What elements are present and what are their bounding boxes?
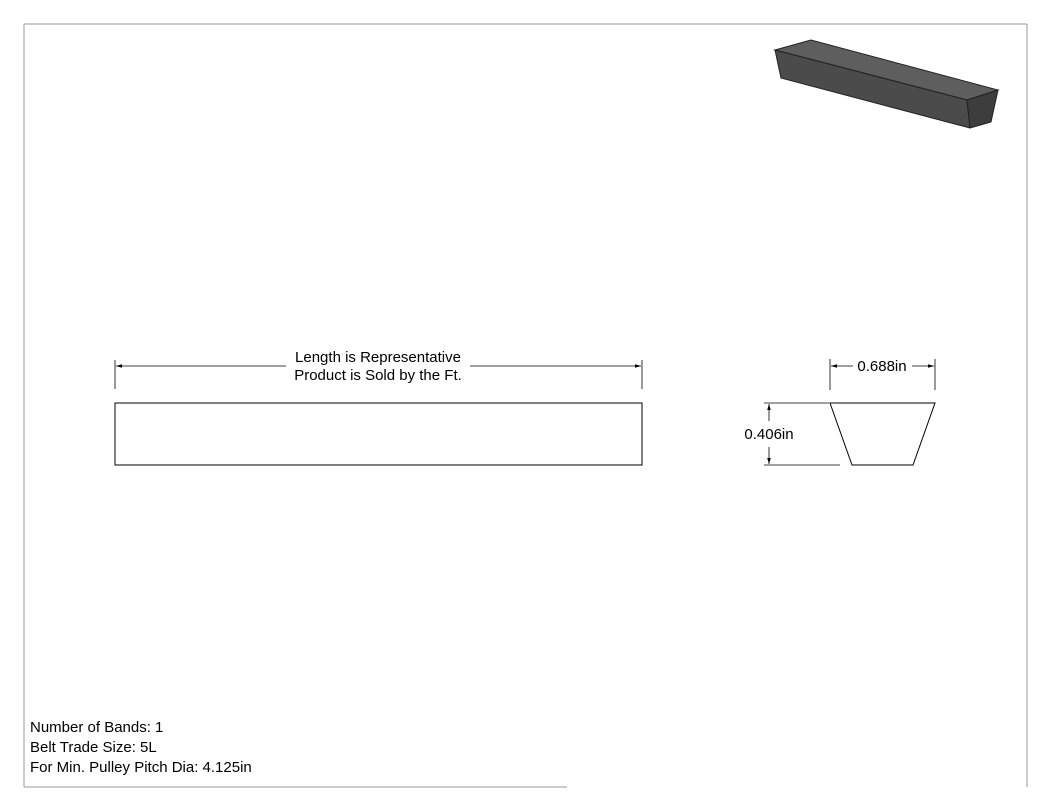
belt-length-outline [114,402,643,466]
belt-length-view: Length is Representative Product is Sold… [114,348,643,466]
length-note-line2: Product is Sold by the Ft. [294,367,462,384]
belt-trade-size-note: Belt Trade Size: 5L [30,739,157,756]
belt-notes: Number of Bands: 1 Belt Trade Size: 5L F… [30,718,252,778]
min-pulley-pitch-dia-note: For Min. Pulley Pitch Dia: 4.125in [30,759,252,776]
length-note-line1: Length is Representative [295,349,461,366]
belt-end-face [966,89,999,129]
belt-cross-section-outline [829,402,936,466]
belt-isometric-view [773,39,1000,129]
number-of-bands-note: Number of Bands: 1 [30,719,164,736]
height-dimension-label: 0.406in [744,426,793,443]
belt-cross-section-view: 0.688in 0.406in [744,358,936,466]
width-dimension-label: 0.688in [857,358,906,375]
sheet-border [23,23,1028,788]
